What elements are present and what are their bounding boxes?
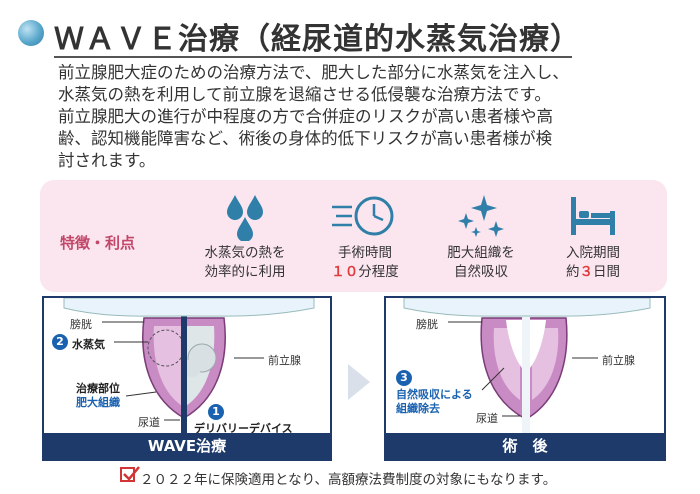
hospital-bed-icon <box>528 188 658 244</box>
wave-treatment-diagram: 膀胱 2 水蒸気 前立腺 治療部位 肥大組織 尿道 1 デリバリーデバイス WA… <box>42 296 332 461</box>
insurance-note: ２０２２年に保険適用となり、高額療法費制度の対象にもなります。 <box>140 472 557 488</box>
label-urethra: 尿道 <box>138 416 160 429</box>
label-site2: 肥大組織 <box>76 396 120 409</box>
feature-time-rest: 分程度 <box>358 264 399 280</box>
fast-clock-icon <box>300 188 430 244</box>
label-prostate-after: 前立腺 <box>602 354 635 367</box>
feature-time-highlight: １０ <box>331 264 359 280</box>
title-underline <box>54 56 572 58</box>
label-absorb1: 自然吸収による <box>396 388 473 401</box>
feature-stay-line2: 約３日間 <box>528 263 658 282</box>
label-site1: 治療部位 <box>76 382 120 395</box>
label-absorb2: 組織除去 <box>396 402 440 415</box>
arrow-right-icon <box>344 362 374 406</box>
feature-stay-prefix: 約 <box>566 264 580 280</box>
feature-steam: 水蒸気の熱を 効率的に利用 <box>180 188 310 282</box>
features-label: 特徴・利点 <box>60 234 136 252</box>
features-panel: 特徴・利点 水蒸気の熱を 効率的に利用 手術時間 １０分程度 <box>40 180 667 292</box>
feature-absorb-line1: 肥大組織を <box>447 245 515 261</box>
feature-steam-line2: 効率的に利用 <box>204 264 286 280</box>
label-urethra-after: 尿道 <box>476 412 498 425</box>
feature-absorb: 肥大組織を 自然吸収 <box>416 188 546 282</box>
feature-stay-highlight: ３ <box>579 264 594 280</box>
description: 前立腺肥大症のための治療方法で、肥大した部分に水蒸気を注入し、 水蒸気の熱を利用… <box>58 62 668 172</box>
label-device: デリバリーデバイス <box>194 422 293 435</box>
feature-absorb-line2: 自然吸収 <box>454 264 508 280</box>
panel-footer-after: 術 後 <box>386 433 664 459</box>
feature-time-line2: １０分程度 <box>300 263 430 282</box>
feature-stay-line1: 入院期間 <box>566 245 620 261</box>
feature-time-line1: 手術時間 <box>338 245 392 261</box>
checkbox-icon <box>120 466 140 482</box>
title-row: ＷＡＶＥ治療（経尿道的水蒸気治療） <box>18 10 581 58</box>
feature-time: 手術時間 １０分程度 <box>300 188 430 282</box>
label-prostate: 前立腺 <box>268 354 301 367</box>
post-treatment-diagram: 膀胱 前立腺 3 自然吸収による 組織除去 尿道 術 後 <box>384 296 666 461</box>
label-steam: 水蒸気 <box>72 338 105 351</box>
feature-steam-line1: 水蒸気の熱を <box>204 245 286 261</box>
title-bullet-icon <box>18 20 44 46</box>
step-2-badge: 2 <box>52 334 68 350</box>
feature-stay-rest: 日間 <box>593 264 620 280</box>
description-line: 水蒸気の熱を利用して前立腺を退縮させる低侵襲な治療方法です。 <box>58 85 551 104</box>
sparkles-icon <box>416 188 546 244</box>
description-line: 齢、認知機能障害など、術後の身体的低下リスクが高い患者様が検 <box>58 129 553 148</box>
description-line: 討されます。 <box>58 151 156 170</box>
page-title: ＷＡＶＥ治療（経尿道的水蒸気治療） <box>54 22 581 57</box>
step-1-badge: 1 <box>208 404 224 420</box>
label-bladder: 膀胱 <box>70 318 92 331</box>
label-bladder-after: 膀胱 <box>416 318 438 331</box>
description-line: 前立腺肥大の進行が中程度の方で合併症のリスクが高い患者様や高 <box>58 107 553 126</box>
prostate-illustration <box>63 298 315 436</box>
prostate-after-illustration <box>403 298 651 436</box>
water-drops-icon <box>180 188 310 244</box>
description-line: 前立腺肥大症のための治療方法で、肥大した部分に水蒸気を注入し、 <box>58 63 569 82</box>
step-3-badge: 3 <box>396 370 412 386</box>
feature-stay: 入院期間 約３日間 <box>528 188 658 282</box>
panel-footer-wave: WAVE治療 <box>44 433 330 459</box>
